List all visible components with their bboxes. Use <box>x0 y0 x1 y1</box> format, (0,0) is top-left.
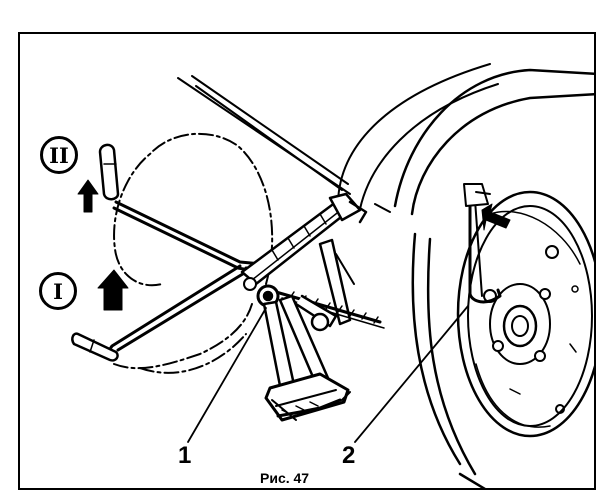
leader-line-2 <box>354 305 469 443</box>
position-one-label: I <box>39 272 77 310</box>
rotation-path <box>113 132 274 374</box>
tire <box>393 68 594 488</box>
arrow-up-position-one <box>97 269 129 311</box>
scissor-jack <box>240 192 385 422</box>
leader-line-1 <box>187 307 267 443</box>
arrow-wheel-key <box>481 203 511 231</box>
jack-handle <box>106 200 264 354</box>
jack-illustration <box>71 63 594 488</box>
wheel-rim <box>456 190 594 438</box>
arrow-up-position-two <box>77 179 99 213</box>
handle-grip-upper <box>98 143 120 201</box>
position-two-label: II <box>40 136 78 174</box>
car-fender <box>177 63 499 213</box>
wheel-key <box>463 183 502 304</box>
handle-grip-lower <box>71 332 119 362</box>
callout-2-label: 2 <box>342 442 356 469</box>
figure-caption: Рис. 47 <box>260 470 310 486</box>
callout-1-label: 1 <box>178 442 192 469</box>
figure-frame: II I 1 2 Рис. 47 <box>18 32 596 490</box>
